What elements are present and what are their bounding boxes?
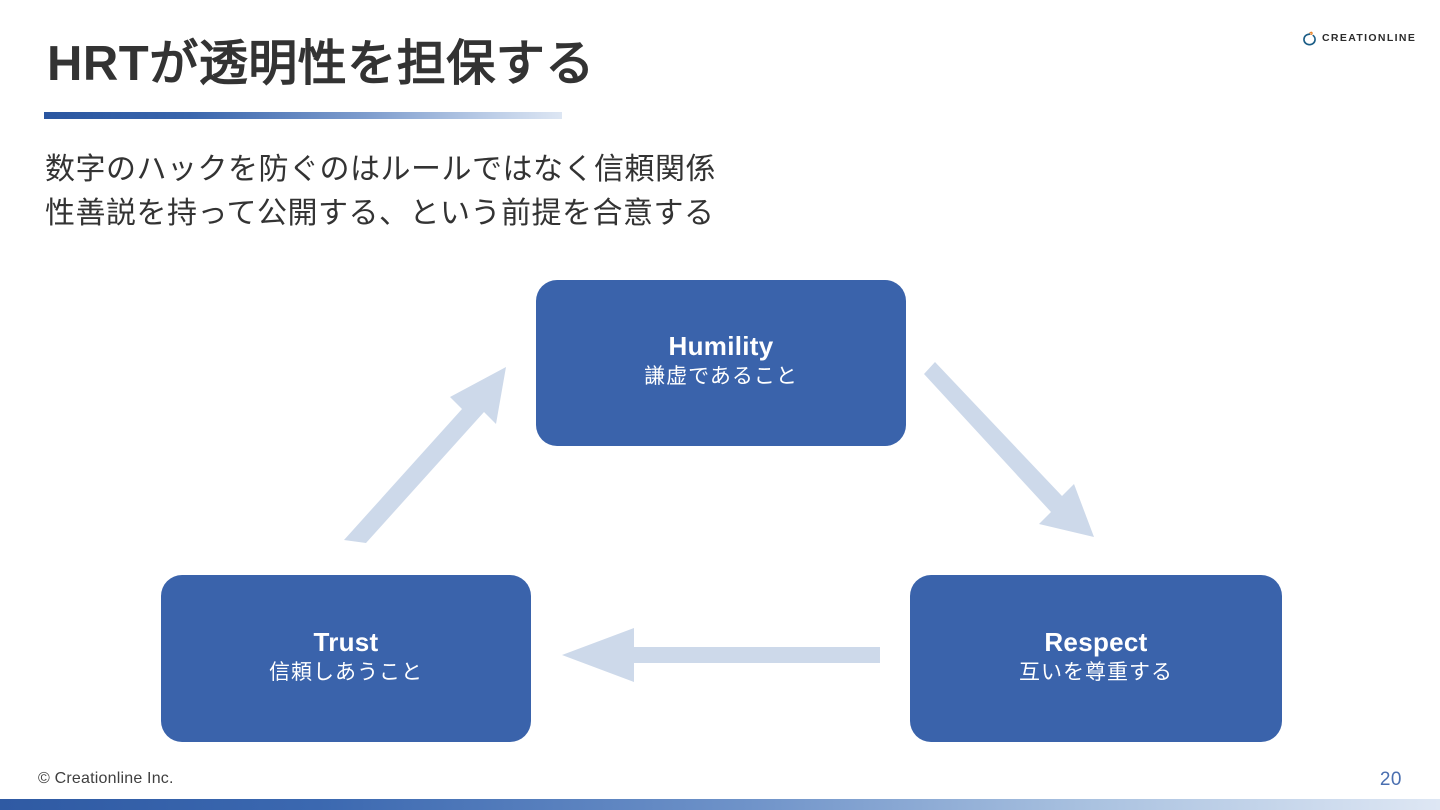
lead-line-2: 性善説を持って公開する、という前提を合意する xyxy=(45,196,715,230)
footer-accent-bar xyxy=(0,799,1440,810)
arrow-trust-to-humility xyxy=(344,367,506,543)
diagram-node-humility[interactable]: Humility 謙虚であること xyxy=(536,280,906,446)
arrow-respect-to-trust xyxy=(562,628,880,682)
diagram-node-respect[interactable]: Respect 互いを尊重する xyxy=(910,575,1282,742)
page-title: HRTが透明性を担保する xyxy=(47,37,595,91)
node-humility-subtitle: 謙虚であること xyxy=(644,364,798,388)
node-trust-title: Trust xyxy=(313,627,379,657)
title-underline-rule xyxy=(44,112,562,119)
footer-page-number: 20 xyxy=(1379,769,1402,790)
footer-copyright: © Creationline Inc. xyxy=(38,770,174,787)
creationline-droplet-icon xyxy=(1303,31,1316,46)
brand-logo: CREATIONLINE xyxy=(1302,31,1416,46)
lead-line-1: 数字のハックを防ぐのはルールではなく信頼関係 xyxy=(45,153,716,186)
node-respect-subtitle: 互いを尊重する xyxy=(1019,660,1173,684)
arrow-humility-to-respect xyxy=(924,362,1094,537)
node-trust-subtitle: 信頼しあうこと xyxy=(269,660,423,684)
node-respect-title: Respect xyxy=(1044,627,1148,657)
node-humility-title: Humility xyxy=(668,331,774,361)
lead-paragraph: 数字のハックを防ぐのはルールではなく信頼関係 性善説を持って公開する、という前提… xyxy=(45,148,716,235)
diagram-node-trust[interactable]: Trust 信頼しあうこと xyxy=(161,575,531,742)
brand-name: CREATIONLINE xyxy=(1322,32,1417,45)
